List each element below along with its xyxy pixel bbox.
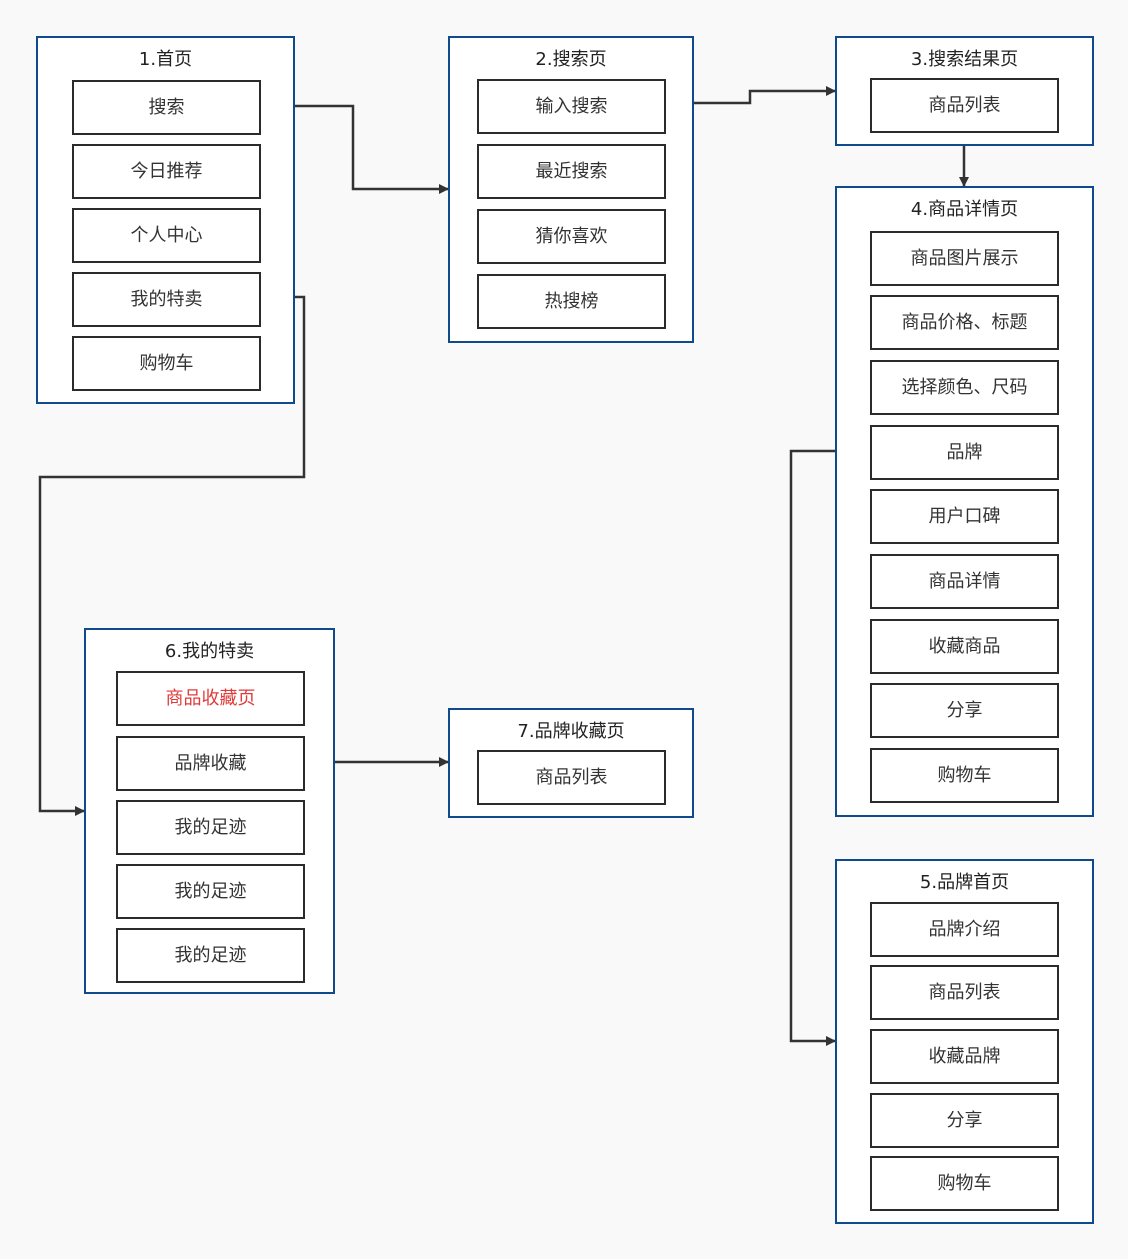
group-title: 4.商品详情页 <box>910 199 1019 220</box>
node-select-color-size[interactable]: 选择颜色、尺码 <box>870 360 1059 415</box>
node-my-specials[interactable]: 我的特卖 <box>72 272 261 327</box>
node-product-favorites[interactable]: 商品收藏页 <box>116 671 305 726</box>
group-brand-home: 5.品牌首页 品牌介绍 商品列表 收藏品牌 分享 购物车 <box>835 859 1094 1224</box>
node-product-images[interactable]: 商品图片展示 <box>870 231 1059 286</box>
node-recent-search[interactable]: 最近搜索 <box>477 144 666 199</box>
node-my-footprints[interactable]: 我的足迹 <box>116 928 305 983</box>
group-brand-favorites: 7.品牌收藏页 商品列表 <box>448 708 694 818</box>
edge-my-specials-to-my-specials-page <box>38 295 306 816</box>
node-hot-search[interactable]: 热搜榜 <box>477 274 666 329</box>
group-title: 6.我的特卖 <box>164 641 255 662</box>
node-input-search[interactable]: 输入搜索 <box>477 79 666 134</box>
node-product-list[interactable]: 商品列表 <box>477 750 666 805</box>
node-product-price-title[interactable]: 商品价格、标题 <box>870 295 1059 350</box>
group-home: 1.首页 搜索 今日推荐 个人中心 我的特卖 购物车 <box>36 36 295 404</box>
node-my-footprints[interactable]: 我的足迹 <box>116 864 305 919</box>
node-product-list[interactable]: 商品列表 <box>870 78 1059 133</box>
node-cart[interactable]: 购物车 <box>870 1156 1059 1211</box>
node-share[interactable]: 分享 <box>870 683 1059 738</box>
group-my-specials: 6.我的特卖 商品收藏页 品牌收藏 我的足迹 我的足迹 我的足迹 <box>84 628 335 994</box>
node-favorite-product[interactable]: 收藏商品 <box>870 619 1059 674</box>
node-cart[interactable]: 购物车 <box>870 748 1059 803</box>
edge-brand-to-brand-home <box>789 449 870 1046</box>
node-share[interactable]: 分享 <box>870 1093 1059 1148</box>
group-search: 2.搜索页 输入搜索 最近搜索 猜你喜欢 热搜榜 <box>448 36 694 343</box>
group-title: 1.首页 <box>138 49 193 70</box>
node-guess-you-like[interactable]: 猜你喜欢 <box>477 209 666 264</box>
node-product-list[interactable]: 商品列表 <box>870 965 1059 1020</box>
edge-search-to-search-page <box>259 104 449 194</box>
group-title: 3.搜索结果页 <box>910 49 1019 70</box>
group-title: 2.搜索页 <box>535 49 607 70</box>
node-brand-favorites[interactable]: 品牌收藏 <box>116 736 305 791</box>
group-title: 5.品牌首页 <box>919 872 1010 893</box>
node-my-footprints[interactable]: 我的足迹 <box>116 800 305 855</box>
node-product-details[interactable]: 商品详情 <box>870 554 1059 609</box>
node-brand-intro[interactable]: 品牌介绍 <box>870 902 1059 957</box>
node-today-recommend[interactable]: 今日推荐 <box>72 144 261 199</box>
node-cart[interactable]: 购物车 <box>72 336 261 391</box>
node-personal-center[interactable]: 个人中心 <box>72 208 261 263</box>
node-search[interactable]: 搜索 <box>72 80 261 135</box>
node-brand[interactable]: 品牌 <box>870 425 1059 480</box>
node-user-reviews[interactable]: 用户口碑 <box>870 489 1059 544</box>
node-favorite-brand[interactable]: 收藏品牌 <box>870 1029 1059 1084</box>
group-product-detail: 4.商品详情页 商品图片展示 商品价格、标题 选择颜色、尺码 品牌 用户口碑 商… <box>835 186 1094 817</box>
edge-input-search-to-results <box>664 86 836 105</box>
group-title: 7.品牌收藏页 <box>517 721 625 742</box>
group-search-results: 3.搜索结果页 商品列表 <box>835 36 1094 146</box>
